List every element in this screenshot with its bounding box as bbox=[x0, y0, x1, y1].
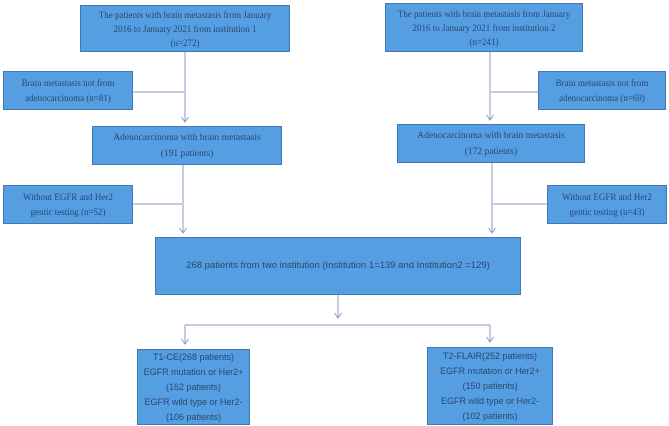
box-combined-cohort: 268 patients from two institution (Insti… bbox=[155, 237, 521, 295]
box-line: EGFR wild type or Her2- bbox=[440, 395, 540, 406]
box-institution2-patients: The patients with brain metastasis from … bbox=[385, 3, 583, 52]
box-line: (191 patients) bbox=[160, 148, 214, 159]
box-line: The patients with brain metastasis from … bbox=[397, 8, 571, 19]
box-exclusion-right-genetic-testing: Without EGFR and Her2 gentic testing (n=… bbox=[547, 185, 667, 224]
box-t2flair-group: T2-FLAIR(252 patients) EGFR mutation or … bbox=[427, 347, 553, 425]
box-line: (n=272) bbox=[170, 37, 200, 48]
box-line: T1-CE(268 patients) bbox=[152, 351, 235, 362]
box-line: Brain metastasis not from bbox=[555, 77, 649, 88]
box-institution1-patients: The patients with brain metastasis from … bbox=[80, 5, 290, 52]
box-line: (162 patients) bbox=[165, 381, 222, 392]
box-line: EGFR mutation or Her2+ bbox=[143, 366, 244, 377]
box-line: 268 patients from two institution (Insti… bbox=[186, 260, 490, 271]
box-line: 2016 to January 2021 from institution 2 bbox=[412, 22, 556, 33]
box-line: 2016 to January 2021 from institution 1 bbox=[113, 23, 257, 34]
box-line: (150 patients) bbox=[462, 380, 518, 391]
box-exclusion-left-adenocarcinoma: Brain metastasis not from adenocarcinoma… bbox=[3, 71, 133, 110]
box-line: EGFR mutation or Her2+ bbox=[440, 365, 540, 376]
box-line: T2-FLAIR(252 patients) bbox=[442, 350, 538, 361]
box-line: EGFR wild type or Her2- bbox=[144, 396, 243, 407]
box-adenocarcinoma-right: Adenocarcinoma with brain metastasis (17… bbox=[397, 124, 585, 163]
box-line: Without EGFR and Her2 bbox=[562, 191, 652, 202]
box-line: The patients with brain metastasis from … bbox=[98, 9, 272, 20]
box-line: (n=241) bbox=[469, 36, 499, 47]
box-line: (172 patients) bbox=[464, 146, 518, 157]
box-line: (102 patients) bbox=[462, 410, 518, 421]
box-line: gentic testing (n=52) bbox=[30, 206, 106, 217]
box-line: (106 patients) bbox=[165, 411, 222, 422]
box-t1ce-group: T1-CE(268 patients) EGFR mutation or Her… bbox=[137, 349, 250, 425]
box-line: Adenocarcinoma with brain metastasis bbox=[113, 132, 261, 143]
box-exclusion-left-genetic-testing: Without EGFR and Her2 gentic testing (n=… bbox=[3, 185, 133, 224]
box-line: gentic testing (n=43) bbox=[569, 206, 645, 217]
box-line: adenocarcinoma (n=81) bbox=[25, 92, 111, 103]
box-line: Without EGFR and Her2 bbox=[23, 191, 113, 202]
box-line: Brain metastasis not from bbox=[21, 77, 115, 88]
box-line: Adenocarcinoma with brain metastasis bbox=[417, 130, 565, 141]
box-exclusion-right-adenocarcinoma: Brain metastasis not from adenocarcinoma… bbox=[538, 71, 666, 110]
box-adenocarcinoma-left: Adenocarcinoma with brain metastasis (19… bbox=[92, 126, 282, 165]
box-line: adenocarcinoma (n=69) bbox=[559, 92, 645, 103]
